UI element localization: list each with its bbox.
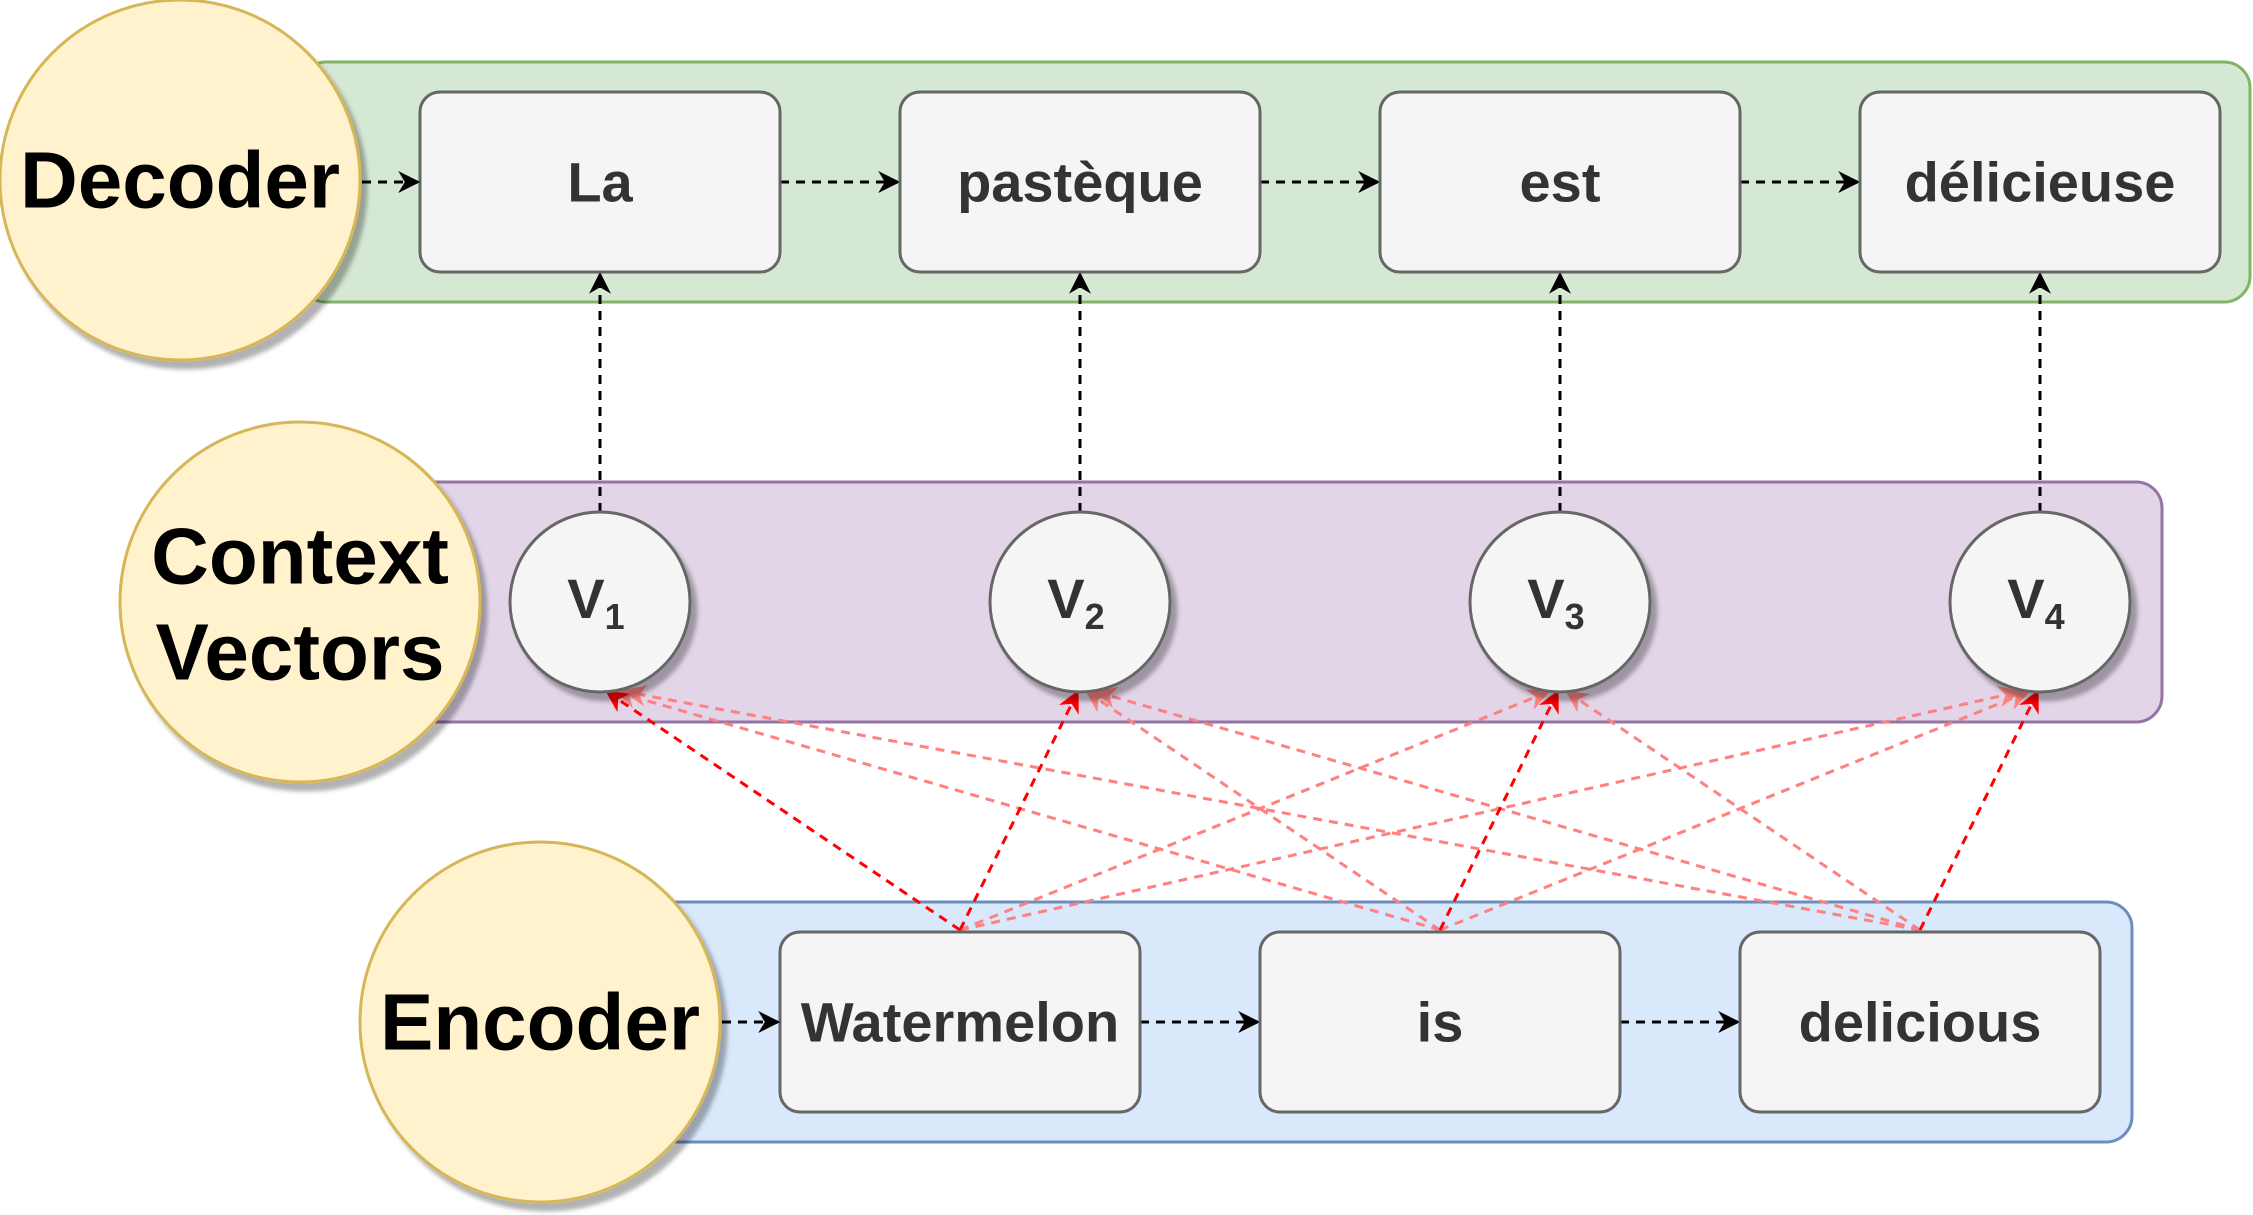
- context-vector-subscript: 1: [605, 596, 625, 637]
- context-vectors-label-line1: Context: [151, 512, 449, 601]
- weak-attention-arrow-e3-v1: [624, 684, 1921, 932]
- decoder-label-text: Decoder: [20, 136, 340, 225]
- decoder-word-text: pastèque: [957, 151, 1203, 214]
- decoder-word-box: [1378, 90, 1742, 274]
- encoder-label: Encoder: [358, 840, 722, 1204]
- encoder-label-circle: [358, 840, 722, 1204]
- context-vector-circle: [988, 510, 1172, 694]
- context-vectors-label-line2: Vectors: [155, 608, 444, 697]
- sequence-arrows: [780, 171, 1861, 1033]
- decoder-word-text: La: [567, 151, 633, 214]
- context-vector-circle: [1948, 510, 2132, 694]
- encoder-label-text: Encoder: [380, 978, 700, 1067]
- weak-attention-arrow-e2-v4: [1439, 689, 2031, 932]
- decoder-label-circle: [0, 0, 362, 362]
- context-vector-label: V2: [1047, 567, 1104, 637]
- encoder-word-box: [1258, 930, 1622, 1114]
- weak-attention-arrow-e1-v4: [959, 685, 2021, 932]
- decoder-label: Decoder: [0, 0, 362, 362]
- strong-attention-arrow-e1-v1: [605, 690, 961, 932]
- strong-attention-arrow-e1-v2: [958, 690, 1079, 931]
- strong-attention-arrow-e2-v3: [1438, 690, 1559, 931]
- context-vector-label: V1: [567, 567, 624, 637]
- weak-attention-arrow-e2-v2: [1085, 690, 1441, 932]
- decoder-word-box: [1858, 90, 2222, 274]
- context-vector-v4: V4: [1948, 510, 2132, 694]
- decoder-nodes: La pastèque est délicieuse: [418, 90, 2222, 274]
- weak-attention-arrow-e1-v3: [959, 689, 1551, 932]
- encoder-word-watermelon: Watermelon: [778, 930, 1142, 1114]
- weak-attention-arrow-e3-v3: [1565, 690, 1921, 932]
- context-vector-base: V: [1047, 567, 1084, 630]
- encoder-word-text: Watermelon: [801, 991, 1119, 1054]
- context-vector-label: V4: [2007, 567, 2064, 637]
- decoder-word-box: [898, 90, 1262, 274]
- encoder-nodes: Watermelon is delicious: [778, 930, 2102, 1114]
- encoder-word-text: delicious: [1799, 991, 2042, 1054]
- context-vectors-label-circle: [118, 420, 482, 784]
- strong-attention-arrow-e3-v4: [1918, 690, 2039, 931]
- context-vector-v3: V3: [1468, 510, 1652, 694]
- context-vector-v2: V2: [988, 510, 1172, 694]
- context-vector-circle: [508, 510, 692, 694]
- encoder-word-box: [1738, 930, 2102, 1114]
- context-vector-base: V: [1527, 567, 1564, 630]
- encoder-word-delicious: delicious: [1738, 930, 2102, 1114]
- attention-edges: [605, 684, 2039, 932]
- context-vector-subscript: 2: [1085, 596, 1105, 637]
- decoder-word-delicieuse: délicieuse: [1858, 90, 2222, 274]
- context-vector-base: V: [567, 567, 604, 630]
- encoder-word-is: is: [1258, 930, 1622, 1114]
- context-vector-circle: [1468, 510, 1652, 694]
- context-vector-v1: V1: [508, 510, 692, 694]
- decoder-word-est: est: [1378, 90, 1742, 274]
- context-vector-base: V: [2007, 567, 2044, 630]
- decoder-word-la: La: [418, 90, 782, 274]
- context-vector-label: V3: [1527, 567, 1584, 637]
- weak-attention-arrow-e3-v2: [1094, 686, 1921, 932]
- encoder-word-text: is: [1417, 991, 1464, 1054]
- decoder-word-text: est: [1520, 151, 1601, 214]
- context-vector-subscript: 4: [2045, 596, 2065, 637]
- decoder-word-text: délicieuse: [1905, 151, 2176, 214]
- context-to-decoder-arrows: [589, 271, 2051, 512]
- decoder-word-pasteque: pastèque: [898, 90, 1262, 274]
- context-vector-subscript: 3: [1565, 596, 1585, 637]
- weak-attention-arrow-e2-v1: [614, 686, 1441, 932]
- context-vectors-label: Context Vectors: [118, 420, 482, 784]
